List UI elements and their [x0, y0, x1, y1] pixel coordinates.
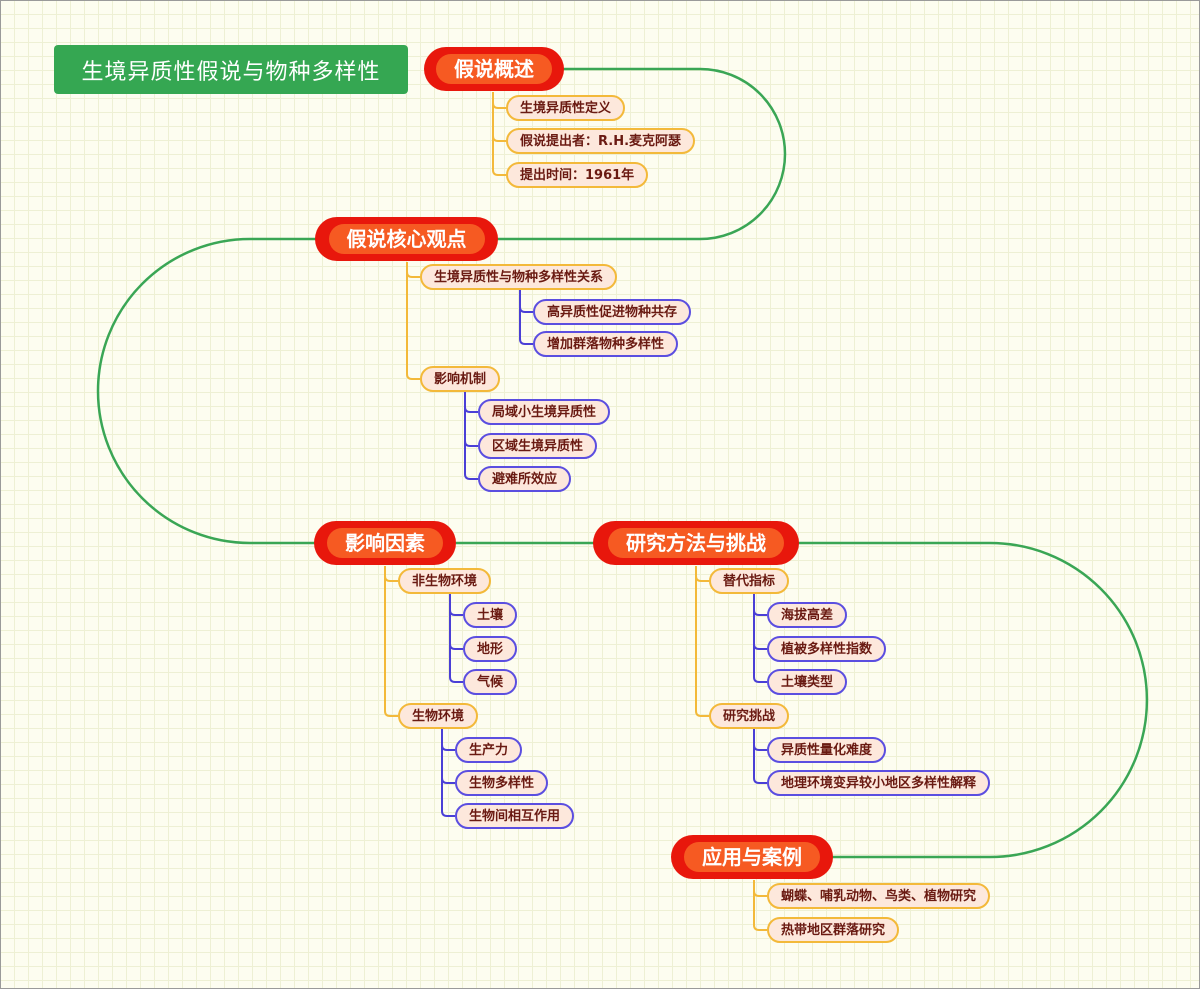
core-mechanism[interactable]: 影响机制: [420, 366, 501, 392]
overview-item[interactable]: 生境异质性定义: [506, 95, 626, 121]
factors-abiotic-item[interactable]: 土壤: [463, 602, 518, 628]
factors-biotic-item[interactable]: 生物间相互作用: [455, 803, 575, 829]
factors-abiotic[interactable]: 非生物环境: [398, 568, 492, 594]
topic-factors-label: 影响因素: [327, 528, 443, 558]
core-mechanism-item[interactable]: 局域小生境异质性: [478, 399, 611, 425]
methods-proxy-item[interactable]: 海拔高差: [767, 602, 848, 628]
methods-proxy[interactable]: 替代指标: [709, 568, 790, 594]
methods-challenge-item[interactable]: 异质性量化难度: [767, 737, 887, 763]
factors-biotic[interactable]: 生物环境: [398, 703, 479, 729]
core-relation-item[interactable]: 高异质性促进物种共存: [533, 299, 692, 325]
cases-item[interactable]: 热带地区群落研究: [767, 917, 900, 943]
topic-cases[interactable]: 应用与案例: [671, 835, 833, 879]
core-relation[interactable]: 生境异质性与物种多样性关系: [420, 264, 618, 290]
methods-challenge[interactable]: 研究挑战: [709, 703, 790, 729]
topic-core-views-label: 假说核心观点: [328, 224, 485, 254]
topic-overview-label: 假说概述: [436, 54, 552, 84]
methods-proxy-item[interactable]: 土壤类型: [767, 669, 848, 695]
topic-factors[interactable]: 影响因素: [314, 521, 456, 565]
core-mechanism-item[interactable]: 区域生境异质性: [478, 433, 598, 459]
factors-abiotic-item[interactable]: 气候: [463, 669, 518, 695]
methods-challenge-item[interactable]: 地理环境变异较小地区多样性解释: [767, 770, 991, 796]
topic-methods-label: 研究方法与挑战: [608, 528, 784, 558]
topic-cases-label: 应用与案例: [684, 842, 820, 872]
topic-overview[interactable]: 假说概述: [424, 47, 564, 91]
factors-abiotic-item[interactable]: 地形: [463, 636, 518, 662]
overview-item[interactable]: 提出时间：1961年: [506, 162, 649, 188]
methods-proxy-item[interactable]: 植被多样性指数: [767, 636, 887, 662]
mindmap-title: 生境异质性假说与物种多样性: [54, 45, 408, 94]
factors-biotic-item[interactable]: 生产力: [455, 737, 523, 763]
factors-biotic-item[interactable]: 生物多样性: [455, 770, 549, 796]
core-mechanism-item[interactable]: 避难所效应: [478, 466, 572, 492]
topic-methods[interactable]: 研究方法与挑战: [593, 521, 799, 565]
core-relation-item[interactable]: 增加群落物种多样性: [533, 331, 679, 357]
topic-core-views[interactable]: 假说核心观点: [315, 217, 498, 261]
overview-item[interactable]: 假说提出者：R.H.麦克阿瑟: [506, 128, 696, 154]
cases-item[interactable]: 蝴蝶、哺乳动物、鸟类、植物研究: [767, 883, 991, 909]
